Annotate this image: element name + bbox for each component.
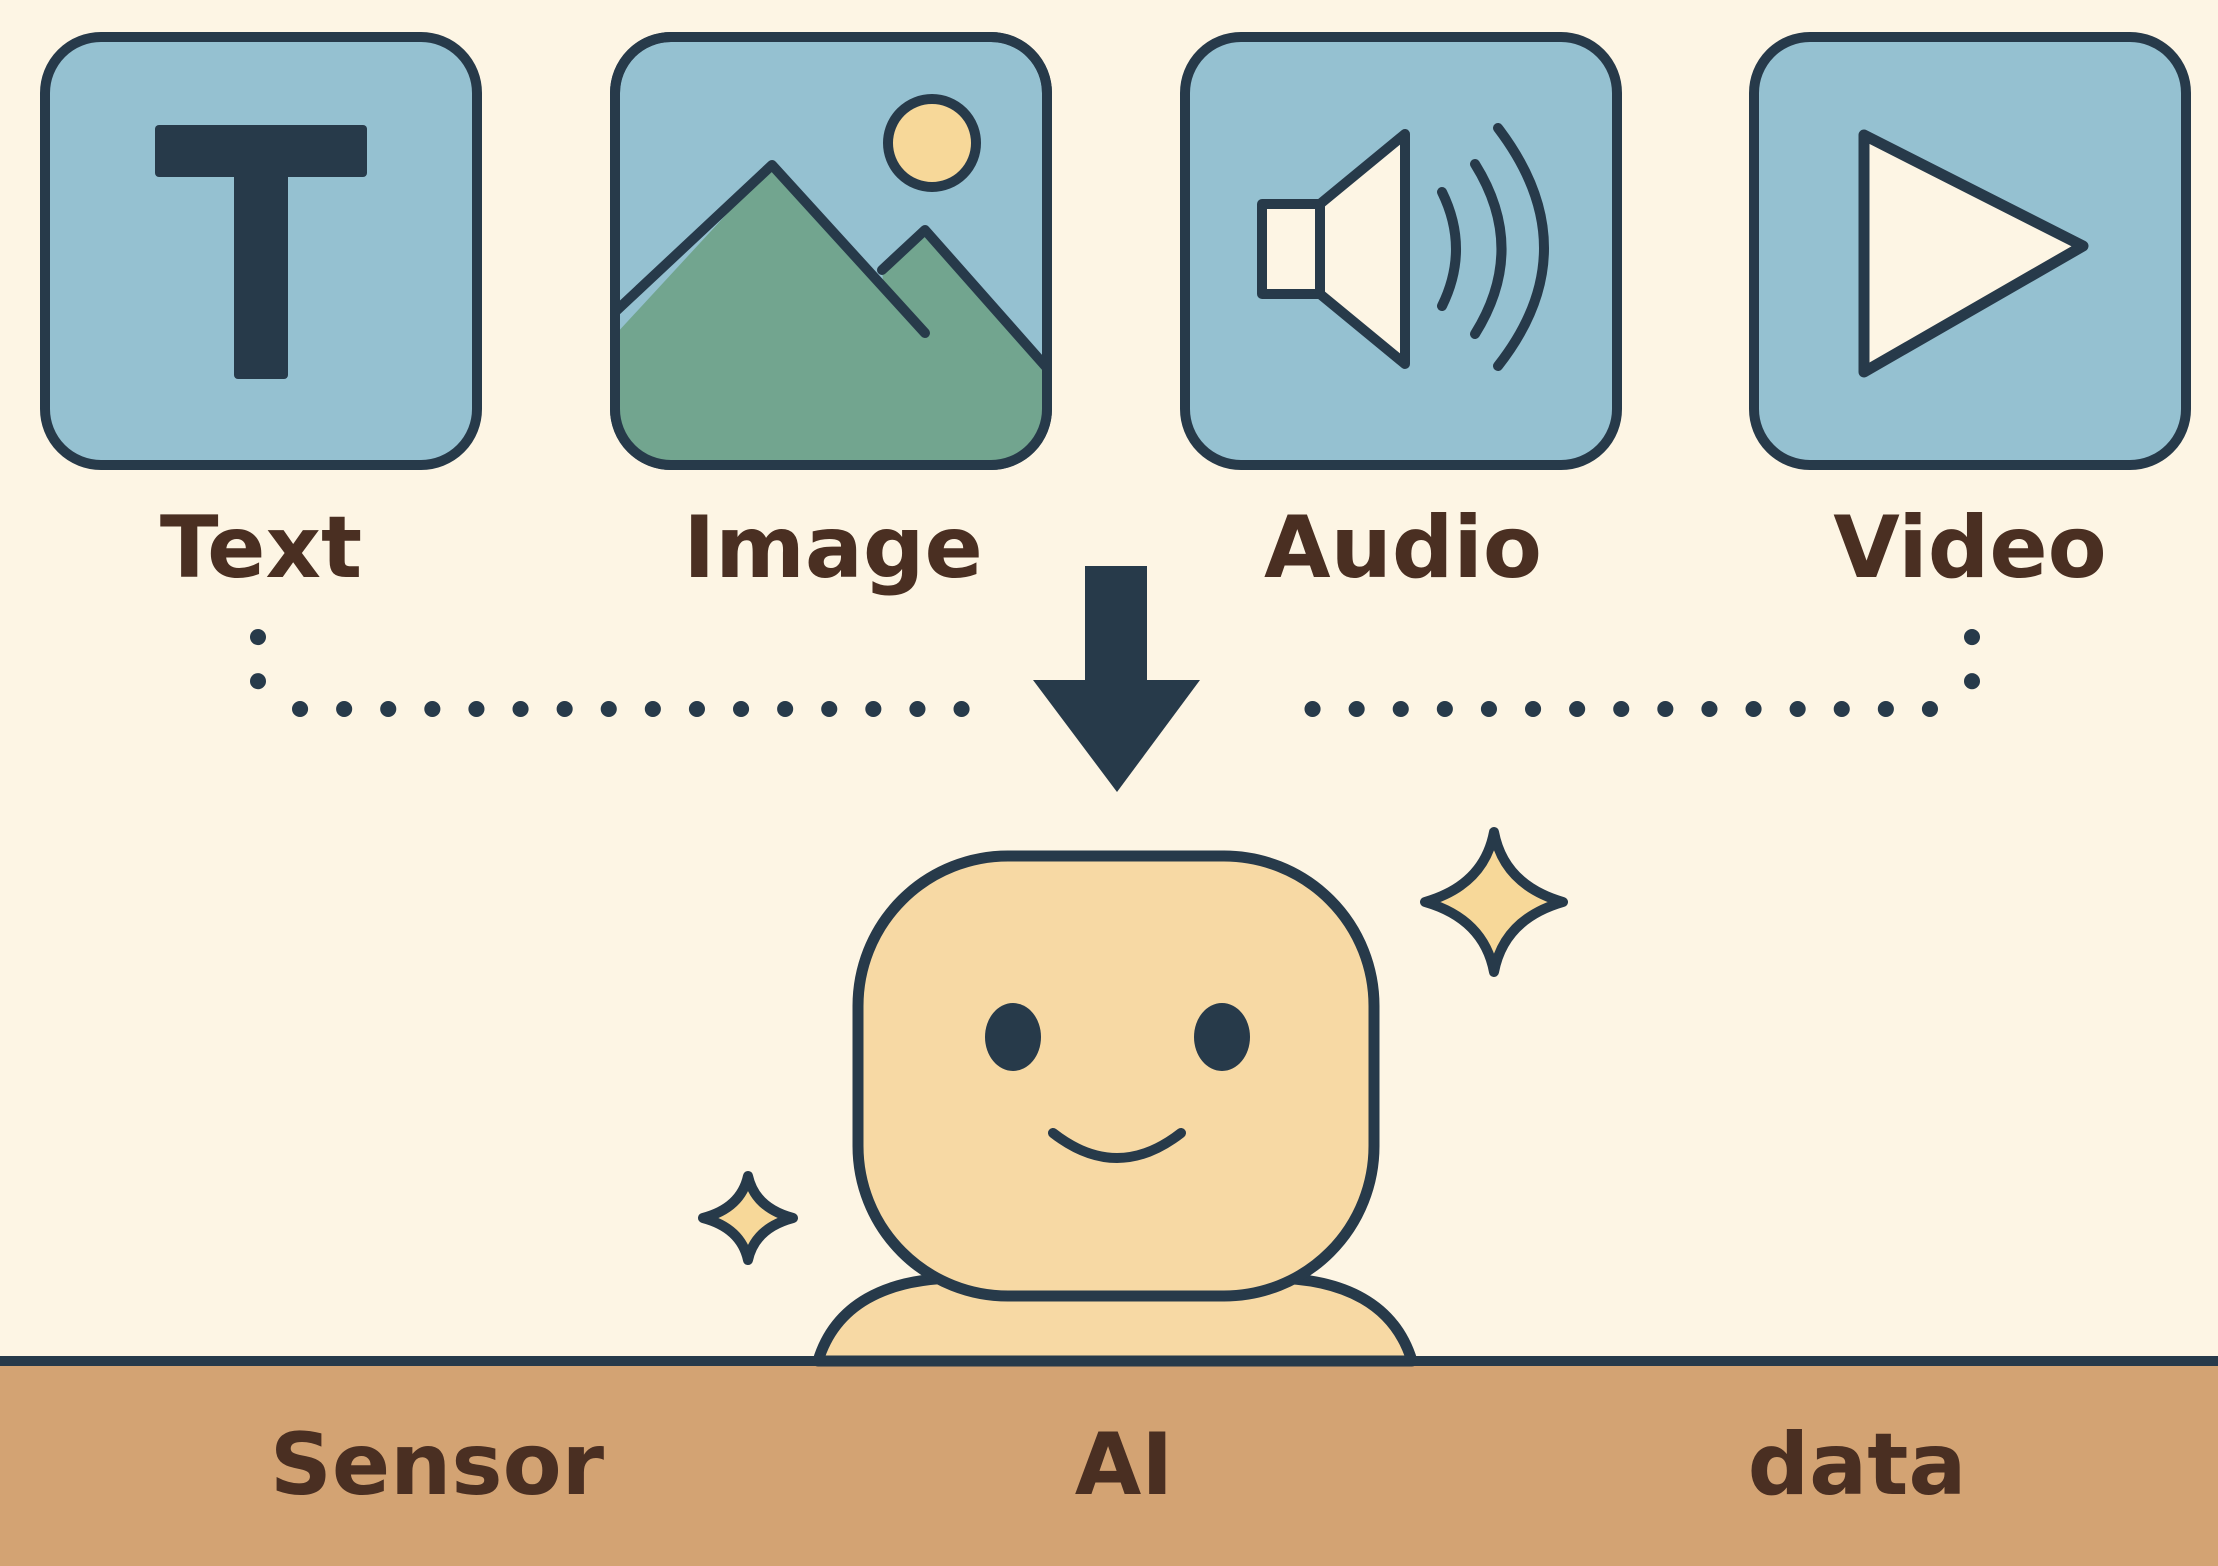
video-icon: [1858, 129, 2089, 378]
sparkle-small: [698, 1171, 798, 1265]
sound-wave-3: [1493, 123, 1549, 371]
ground-label-ai: AI: [1075, 1415, 1174, 1515]
ground-band: [0, 1361, 2218, 1566]
dotted-connectors: [250, 629, 1980, 717]
modality-tiles: [40, 32, 2191, 470]
sun-shape: [883, 94, 981, 192]
mountain-outline: [615, 160, 1047, 373]
dotted-connector-left: [250, 629, 1008, 717]
sound-wave-1: [1437, 187, 1461, 311]
character-smile: [1048, 1128, 1186, 1163]
ai-character: [812, 850, 1418, 1367]
audio-icon: [1257, 123, 1549, 371]
mountain-front: [615, 165, 1047, 465]
text-icon: [155, 125, 367, 379]
text-tile: [40, 32, 482, 470]
ground-label-data: data: [1748, 1415, 1967, 1515]
sound-wave-2: [1470, 159, 1507, 339]
image-icon: [615, 94, 1047, 465]
modality-label-video: Video: [1833, 498, 2107, 598]
character-left-eye: [985, 1003, 1041, 1071]
image-tile: [610, 32, 1052, 470]
modality-label-audio: Audio: [1264, 498, 1542, 598]
character-head: [852, 850, 1380, 1302]
ground-label-sensor: Sensor: [270, 1415, 605, 1515]
dotted-connector-right: [1282, 629, 1980, 717]
modality-label-text: Text: [160, 498, 362, 598]
video-tile: [1749, 32, 2191, 470]
ground: [0, 1361, 2218, 1566]
down-arrow-icon: [1033, 566, 1200, 792]
audio-tile: [1180, 32, 1622, 470]
sparkle-icon: [698, 827, 1568, 1265]
modality-label-image: Image: [683, 498, 983, 598]
sparkle-large: [1420, 827, 1568, 977]
character-right-eye: [1194, 1003, 1250, 1071]
